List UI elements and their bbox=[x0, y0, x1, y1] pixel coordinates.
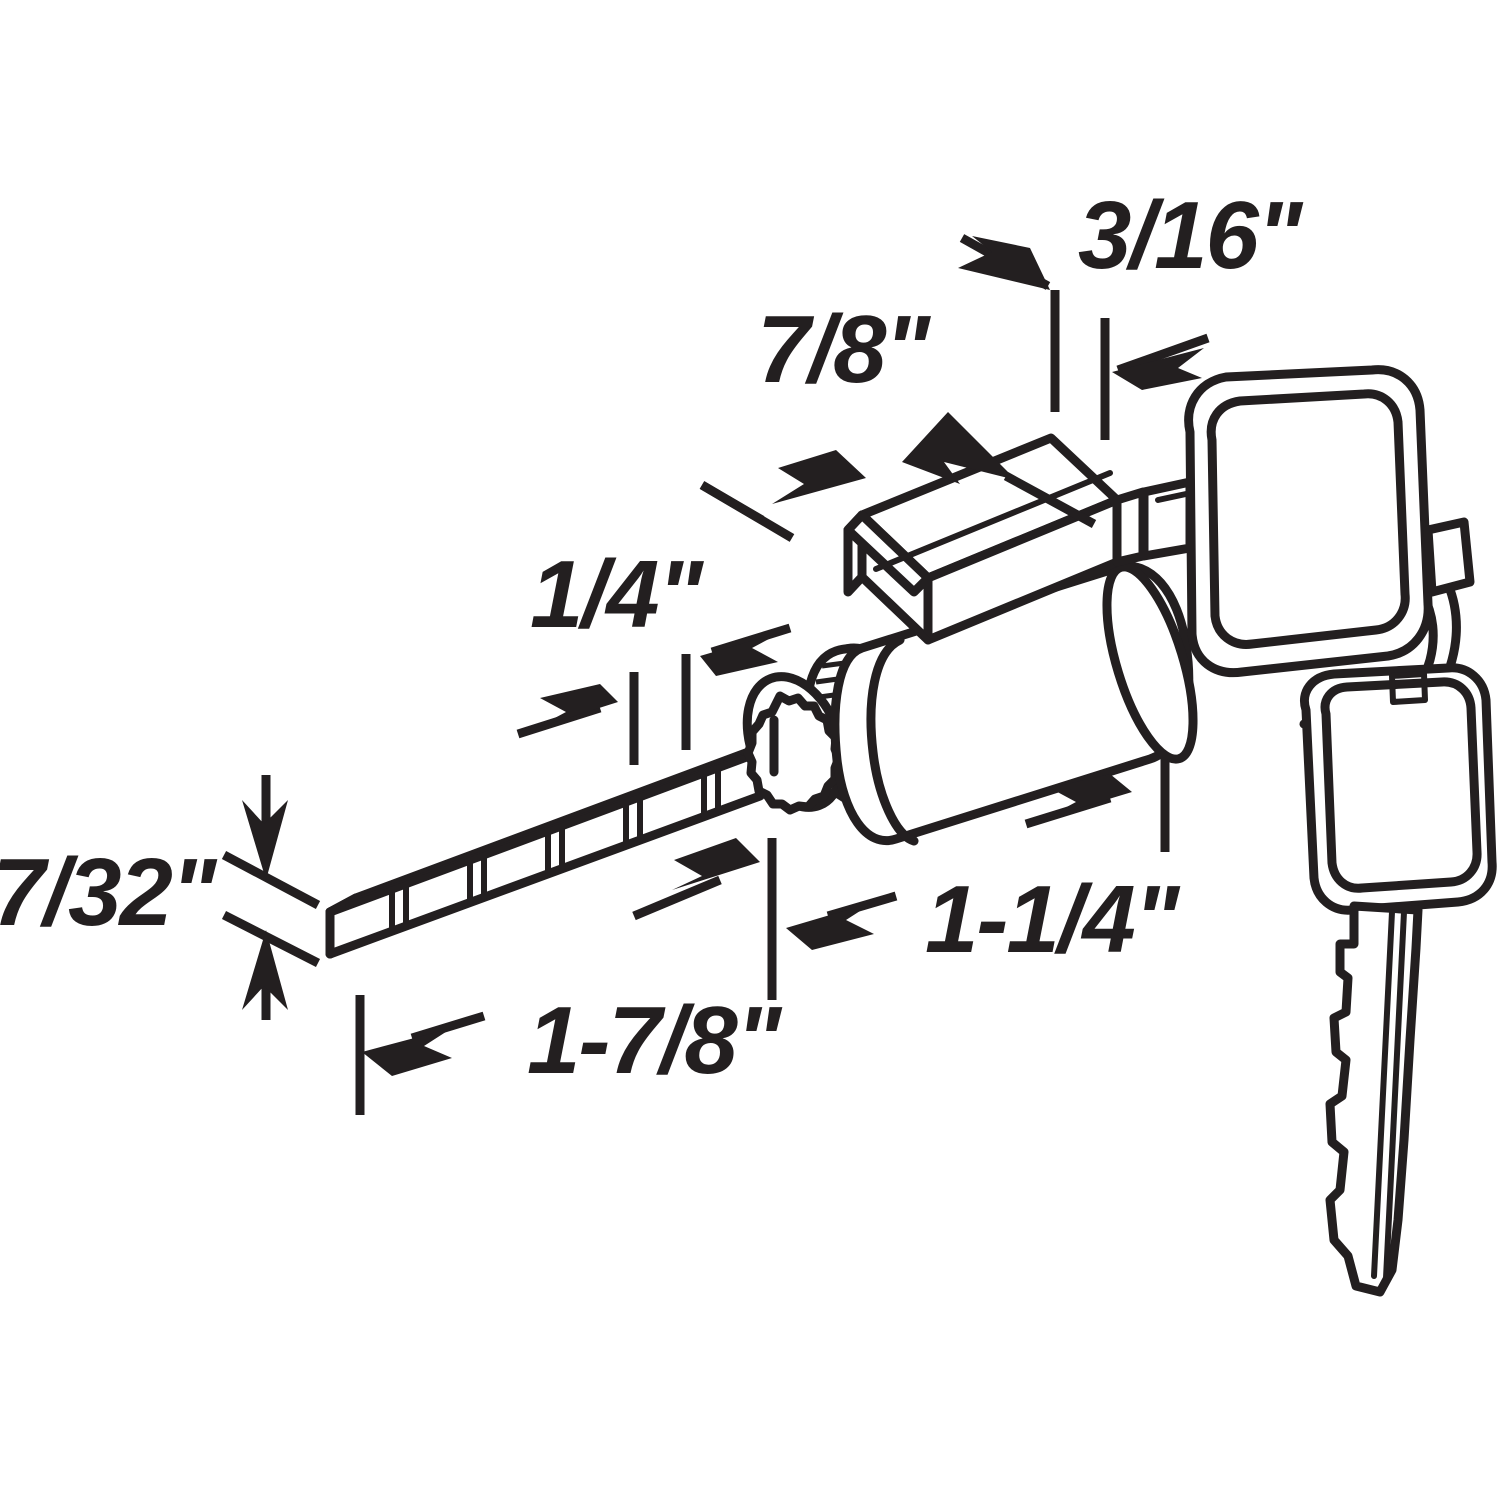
dim-1-4-leaders bbox=[516, 623, 792, 765]
dim-label-3-16: 3/16" bbox=[1078, 182, 1304, 289]
part-drawing-group bbox=[325, 365, 1497, 1297]
dim-7-32-leaders bbox=[221, 775, 321, 1020]
dimension-labels: 3/16" 7/8" 1/4" 7/32" 1-1/4" 1-7/8" bbox=[0, 182, 1306, 1094]
dim-1-1-4-leaders bbox=[786, 758, 1170, 950]
housing-block bbox=[843, 433, 1148, 645]
key-front bbox=[1300, 663, 1497, 1297]
dim-label-7-32: 7/32" bbox=[0, 839, 218, 946]
dim-label-1-1-4: 1-1/4" bbox=[925, 866, 1181, 973]
tailpiece-bar bbox=[325, 733, 791, 959]
dim-label-1-4: 1/4" bbox=[530, 541, 704, 648]
dim-3-16-leaders bbox=[958, 234, 1210, 440]
dim-7-8-leaders bbox=[699, 412, 1097, 542]
dim-label-1-7-8: 1-7/8" bbox=[527, 987, 783, 1094]
key-rear bbox=[1139, 365, 1475, 678]
dimension-annotations bbox=[221, 234, 1210, 1115]
dim-label-7-8: 7/8" bbox=[757, 296, 931, 403]
dim-1-7-8-leaders bbox=[355, 838, 777, 1115]
tailpiece-notches bbox=[389, 765, 721, 935]
